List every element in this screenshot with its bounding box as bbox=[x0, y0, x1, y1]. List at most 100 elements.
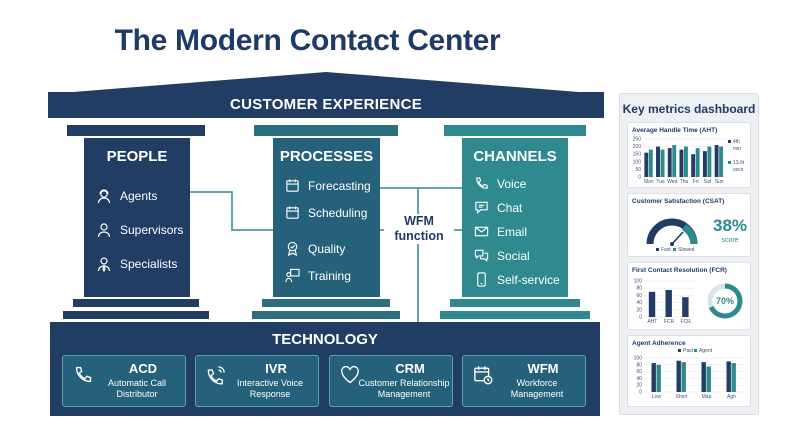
processes-item-scheduling: Scheduling bbox=[285, 205, 367, 220]
y-tick-label: 50 bbox=[635, 167, 641, 173]
x-tick-label: Thu bbox=[680, 179, 689, 185]
bar-fcr-0 bbox=[682, 297, 689, 317]
dashboard-title: Key metrics dashboard bbox=[622, 102, 756, 116]
processes-item-forecasting: Forecasting bbox=[285, 178, 371, 193]
y-tick-label: 60 bbox=[636, 293, 642, 299]
processes-capital bbox=[254, 125, 398, 136]
bar-mon-0 bbox=[644, 152, 649, 177]
key-metrics-dashboard: Key metrics dashboard Average Handle Tim… bbox=[619, 93, 759, 415]
x-tick-label: Fri bbox=[693, 179, 699, 185]
bar-thu-1 bbox=[684, 146, 688, 177]
x-tick-label: Tue bbox=[656, 179, 665, 185]
calendar-icon bbox=[286, 179, 299, 192]
people-pillar-title: PEOPLE bbox=[106, 148, 168, 165]
csat-panel: Customer Satisfaction (CSAT) Fast Slowed… bbox=[627, 193, 751, 257]
aht-legend-label: 4th bbox=[733, 139, 740, 145]
bar-fri-1 bbox=[695, 148, 700, 177]
y-tick-label: 0 bbox=[639, 390, 642, 396]
x-tick-label: Mon bbox=[644, 179, 654, 185]
aht-legend-swatch-2 bbox=[728, 161, 731, 164]
y-tick-label: 20 bbox=[636, 383, 642, 389]
heart-icon bbox=[341, 366, 359, 384]
people-item-supervisors: Supervisors bbox=[96, 222, 183, 238]
channels-pillar: CHANNELS Voice Chat Email Social Self-se… bbox=[462, 138, 568, 297]
person-tie-icon bbox=[97, 257, 111, 272]
channels-capital bbox=[444, 125, 586, 136]
people-capital bbox=[67, 125, 205, 136]
people-item-agents: Agents bbox=[96, 188, 157, 204]
y-tick-label: 20 bbox=[636, 307, 642, 313]
phone-icon bbox=[476, 177, 488, 189]
y-tick-label: 40 bbox=[636, 300, 642, 306]
processes-base-2 bbox=[252, 311, 400, 319]
bar-sat-0 bbox=[702, 151, 707, 177]
bar-map-0 bbox=[701, 362, 706, 392]
adh-legend-label: Agent bbox=[699, 348, 713, 354]
wfm-function-label: WFM function bbox=[384, 214, 454, 244]
y-tick-label: 80 bbox=[636, 362, 642, 368]
csat-legend-slowed: Slowed bbox=[678, 247, 695, 253]
channels-item-voice: Voice bbox=[474, 176, 526, 191]
y-tick-label: 60 bbox=[636, 369, 642, 375]
training-icon bbox=[285, 268, 300, 283]
bar-sun-0 bbox=[714, 145, 719, 177]
aht-legend-swatch-1 bbox=[728, 140, 731, 143]
y-tick-label: 100 bbox=[634, 279, 643, 285]
fcr-donut-value: 70% bbox=[716, 296, 734, 306]
x-tick-label: Short bbox=[676, 394, 689, 400]
x-tick-label: Map bbox=[702, 394, 712, 400]
y-tick-label: 100 bbox=[634, 356, 643, 362]
phone-icon bbox=[76, 366, 92, 382]
y-tick-label: 0 bbox=[638, 175, 641, 181]
bar-low-0 bbox=[651, 363, 656, 392]
people-item-specialists: Specialists bbox=[96, 256, 177, 272]
bar-wed-0 bbox=[667, 148, 672, 177]
adh-legend-swatch-2 bbox=[694, 349, 697, 352]
channels-item-self-service: Self-service bbox=[474, 272, 560, 287]
social-icon bbox=[474, 249, 489, 262]
adh-legend-swatch-1 bbox=[678, 349, 681, 352]
y-tick-label: 0 bbox=[639, 315, 642, 321]
headset-person-icon bbox=[97, 189, 111, 204]
bar-mon-1 bbox=[648, 149, 653, 177]
channels-item-email: Email bbox=[474, 224, 527, 239]
y-tick-label: 100 bbox=[633, 159, 642, 165]
processes-item-training: Training bbox=[285, 268, 351, 283]
bar-map-1 bbox=[706, 366, 711, 392]
processes-pillar: PROCESSES Forecasting Scheduling Quality… bbox=[273, 138, 380, 297]
x-tick-label: Agh bbox=[727, 394, 736, 400]
csat-legend-fast: Fast bbox=[661, 247, 671, 253]
x-tick-label: FCR bbox=[664, 319, 675, 325]
bar-short-0 bbox=[676, 360, 681, 392]
people-pillar: PEOPLE Agents Supervisors Specialists bbox=[84, 138, 190, 297]
x-tick-label: Wed bbox=[667, 179, 677, 185]
csat-value-label: score bbox=[721, 237, 738, 244]
csat-gauge: Fast Slowed 38% score bbox=[646, 216, 747, 253]
bar-short-1 bbox=[681, 362, 686, 392]
bar-agh-1 bbox=[731, 363, 736, 392]
processes-pillar-title: PROCESSES bbox=[279, 148, 374, 165]
roof-triangle bbox=[48, 72, 604, 94]
person-icon bbox=[97, 223, 111, 238]
channels-pillar-title: CHANNELS bbox=[473, 148, 557, 165]
bar-fri-0 bbox=[691, 154, 696, 177]
bar-fcr-0 bbox=[665, 290, 672, 317]
x-tick-label: Sun bbox=[715, 179, 724, 185]
adh-legend-label: Past bbox=[683, 348, 694, 354]
bar-wed-1 bbox=[672, 145, 677, 177]
y-tick-label: 200 bbox=[633, 144, 642, 150]
roof-customer-experience: CUSTOMER EXPERIENCE bbox=[48, 92, 604, 118]
bar-thu-0 bbox=[679, 149, 684, 177]
bar-sun-1 bbox=[719, 146, 724, 177]
aht-legend-label: min bbox=[733, 146, 741, 152]
csat-value: 38% bbox=[713, 216, 747, 235]
mobile-icon bbox=[477, 272, 486, 287]
channels-item-social: Social bbox=[474, 248, 530, 263]
calendar-clock-icon bbox=[474, 366, 493, 385]
